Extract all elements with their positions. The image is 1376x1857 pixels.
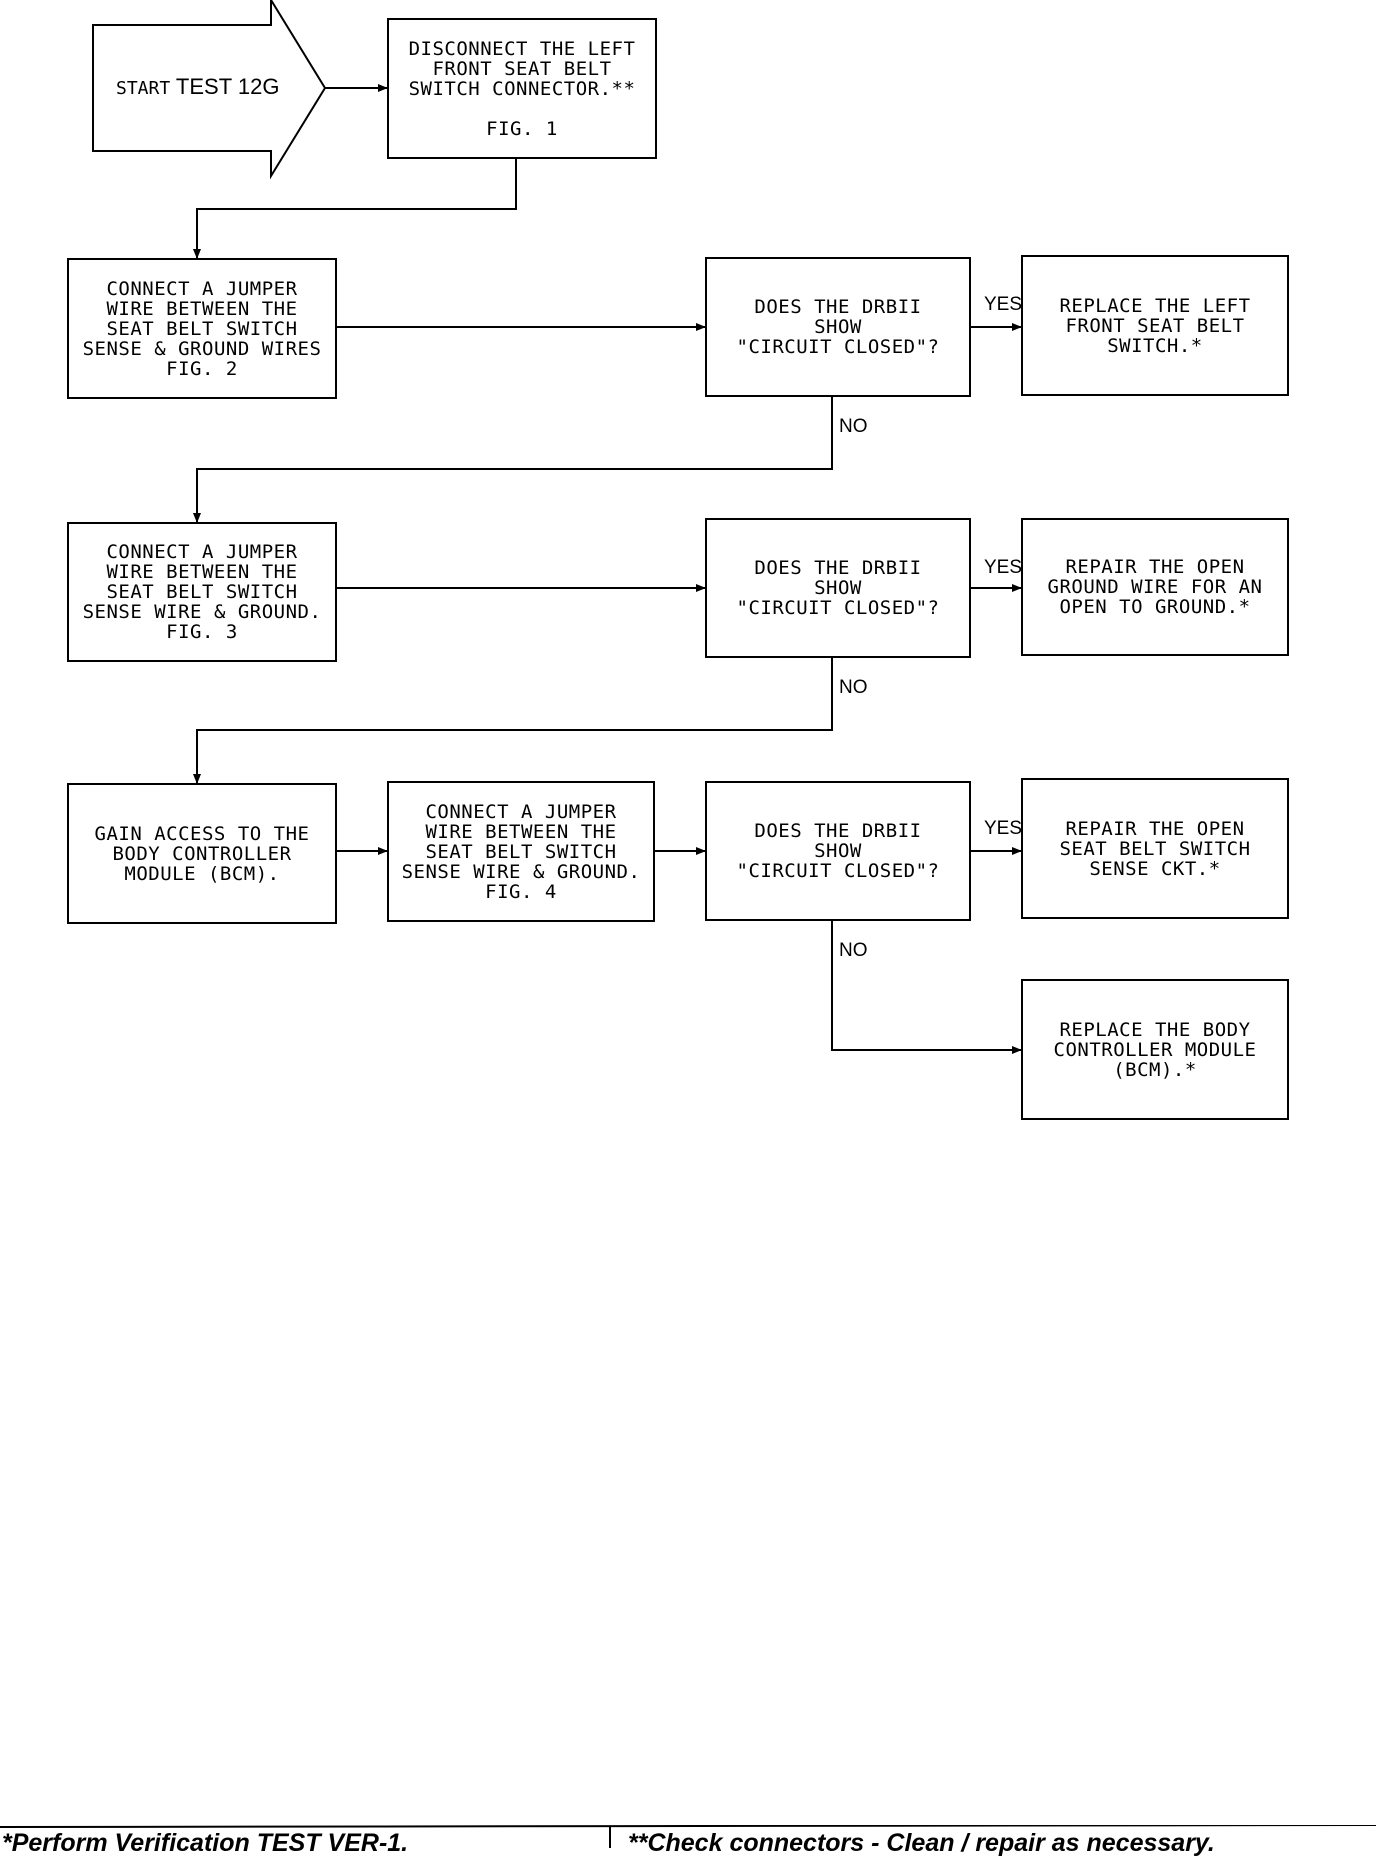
start-label: START TEST 12G [116, 74, 279, 100]
result-repair-sense: REPAIR THE OPEN SEAT BELT SWITCH SENSE C… [1021, 778, 1289, 919]
result-replace-switch-text: REPLACE THE LEFT FRONT SEAT BELT SWITCH.… [1059, 294, 1251, 357]
yes-label-2: YES [984, 557, 1023, 578]
result-repair-ground-text: REPAIR THE OPEN GROUND WIRE FOR AN OPEN … [1047, 556, 1263, 618]
decision-3-text: DOES THE DRBII SHOW "CIRCUIT CLOSED"? [736, 820, 940, 882]
yes-label-3: YES [984, 818, 1023, 839]
decision-1-text: DOES THE DRBII SHOW "CIRCUIT CLOSED"? [736, 296, 940, 358]
decision-1: DOES THE DRBII SHOW "CIRCUIT CLOSED"? [705, 257, 971, 397]
no-label-2: NO [839, 677, 868, 698]
arrow-decision3-no [831, 921, 1022, 1054]
result-repair-sense-text: REPAIR THE OPEN SEAT BELT SWITCH SENSE C… [1059, 817, 1251, 880]
footer-rules [0, 1825, 1376, 1848]
step-jumper-fig4-text: CONNECT A JUMPER WIRE BETWEEN THE SEAT B… [401, 800, 641, 903]
step-gain-access-bcm: GAIN ACCESS TO THE BODY CONTROLLER MODUL… [67, 783, 337, 924]
footer-connectors-note: **Check connectors - Clean / repair as n… [628, 1829, 1215, 1857]
yes-label-1: YES [984, 294, 1023, 315]
step-jumper-sense-ground-wires: CONNECT A JUMPER WIRE BETWEEN THE SEAT B… [67, 258, 337, 399]
start-word: START [116, 78, 171, 99]
decision-3: DOES THE DRBII SHOW "CIRCUIT CLOSED"? [705, 781, 971, 921]
result-replace-switch: REPLACE THE LEFT FRONT SEAT BELT SWITCH.… [1021, 255, 1289, 396]
step-jumper-fig3-text: CONNECT A JUMPER WIRE BETWEEN THE SEAT B… [82, 541, 322, 643]
start-arrow-shape [92, 0, 327, 180]
step-jumper-sense-wire-ground-fig4: CONNECT A JUMPER WIRE BETWEEN THE SEAT B… [387, 781, 655, 922]
step-gain-access-text: GAIN ACCESS TO THE BODY CONTROLLER MODUL… [94, 822, 310, 885]
result-repair-ground: REPAIR THE OPEN GROUND WIRE FOR AN OPEN … [1021, 518, 1289, 656]
decision-2: DOES THE DRBII SHOW "CIRCUIT CLOSED"? [705, 518, 971, 658]
step-jumper-fig2-text: CONNECT A JUMPER WIRE BETWEEN THE SEAT B… [82, 277, 322, 380]
footer-verification-note: *Perform Verification TEST VER-1. [2, 1829, 409, 1857]
start-test-id: TEST 12G [175, 74, 280, 99]
step-disconnect: DISCONNECT THE LEFT FRONT SEAT BELT SWIT… [387, 18, 657, 159]
arrow-decision2-no [193, 658, 833, 784]
no-label-3: NO [839, 940, 868, 961]
arrow-decision1-no [193, 397, 833, 523]
decision-2-text: DOES THE DRBII SHOW "CIRCUIT CLOSED"? [736, 557, 940, 619]
step-disconnect-text: DISCONNECT THE LEFT FRONT SEAT BELT SWIT… [408, 37, 636, 140]
result-replace-bcm-text: REPLACE THE BODY CONTROLLER MODULE (BCM)… [1053, 1018, 1257, 1081]
step-jumper-sense-wire-ground-fig3: CONNECT A JUMPER WIRE BETWEEN THE SEAT B… [67, 522, 337, 662]
no-label-1: NO [839, 416, 868, 437]
arrow-disconnect-to-jumper1 [193, 159, 517, 259]
result-replace-bcm: REPLACE THE BODY CONTROLLER MODULE (BCM)… [1021, 979, 1289, 1120]
